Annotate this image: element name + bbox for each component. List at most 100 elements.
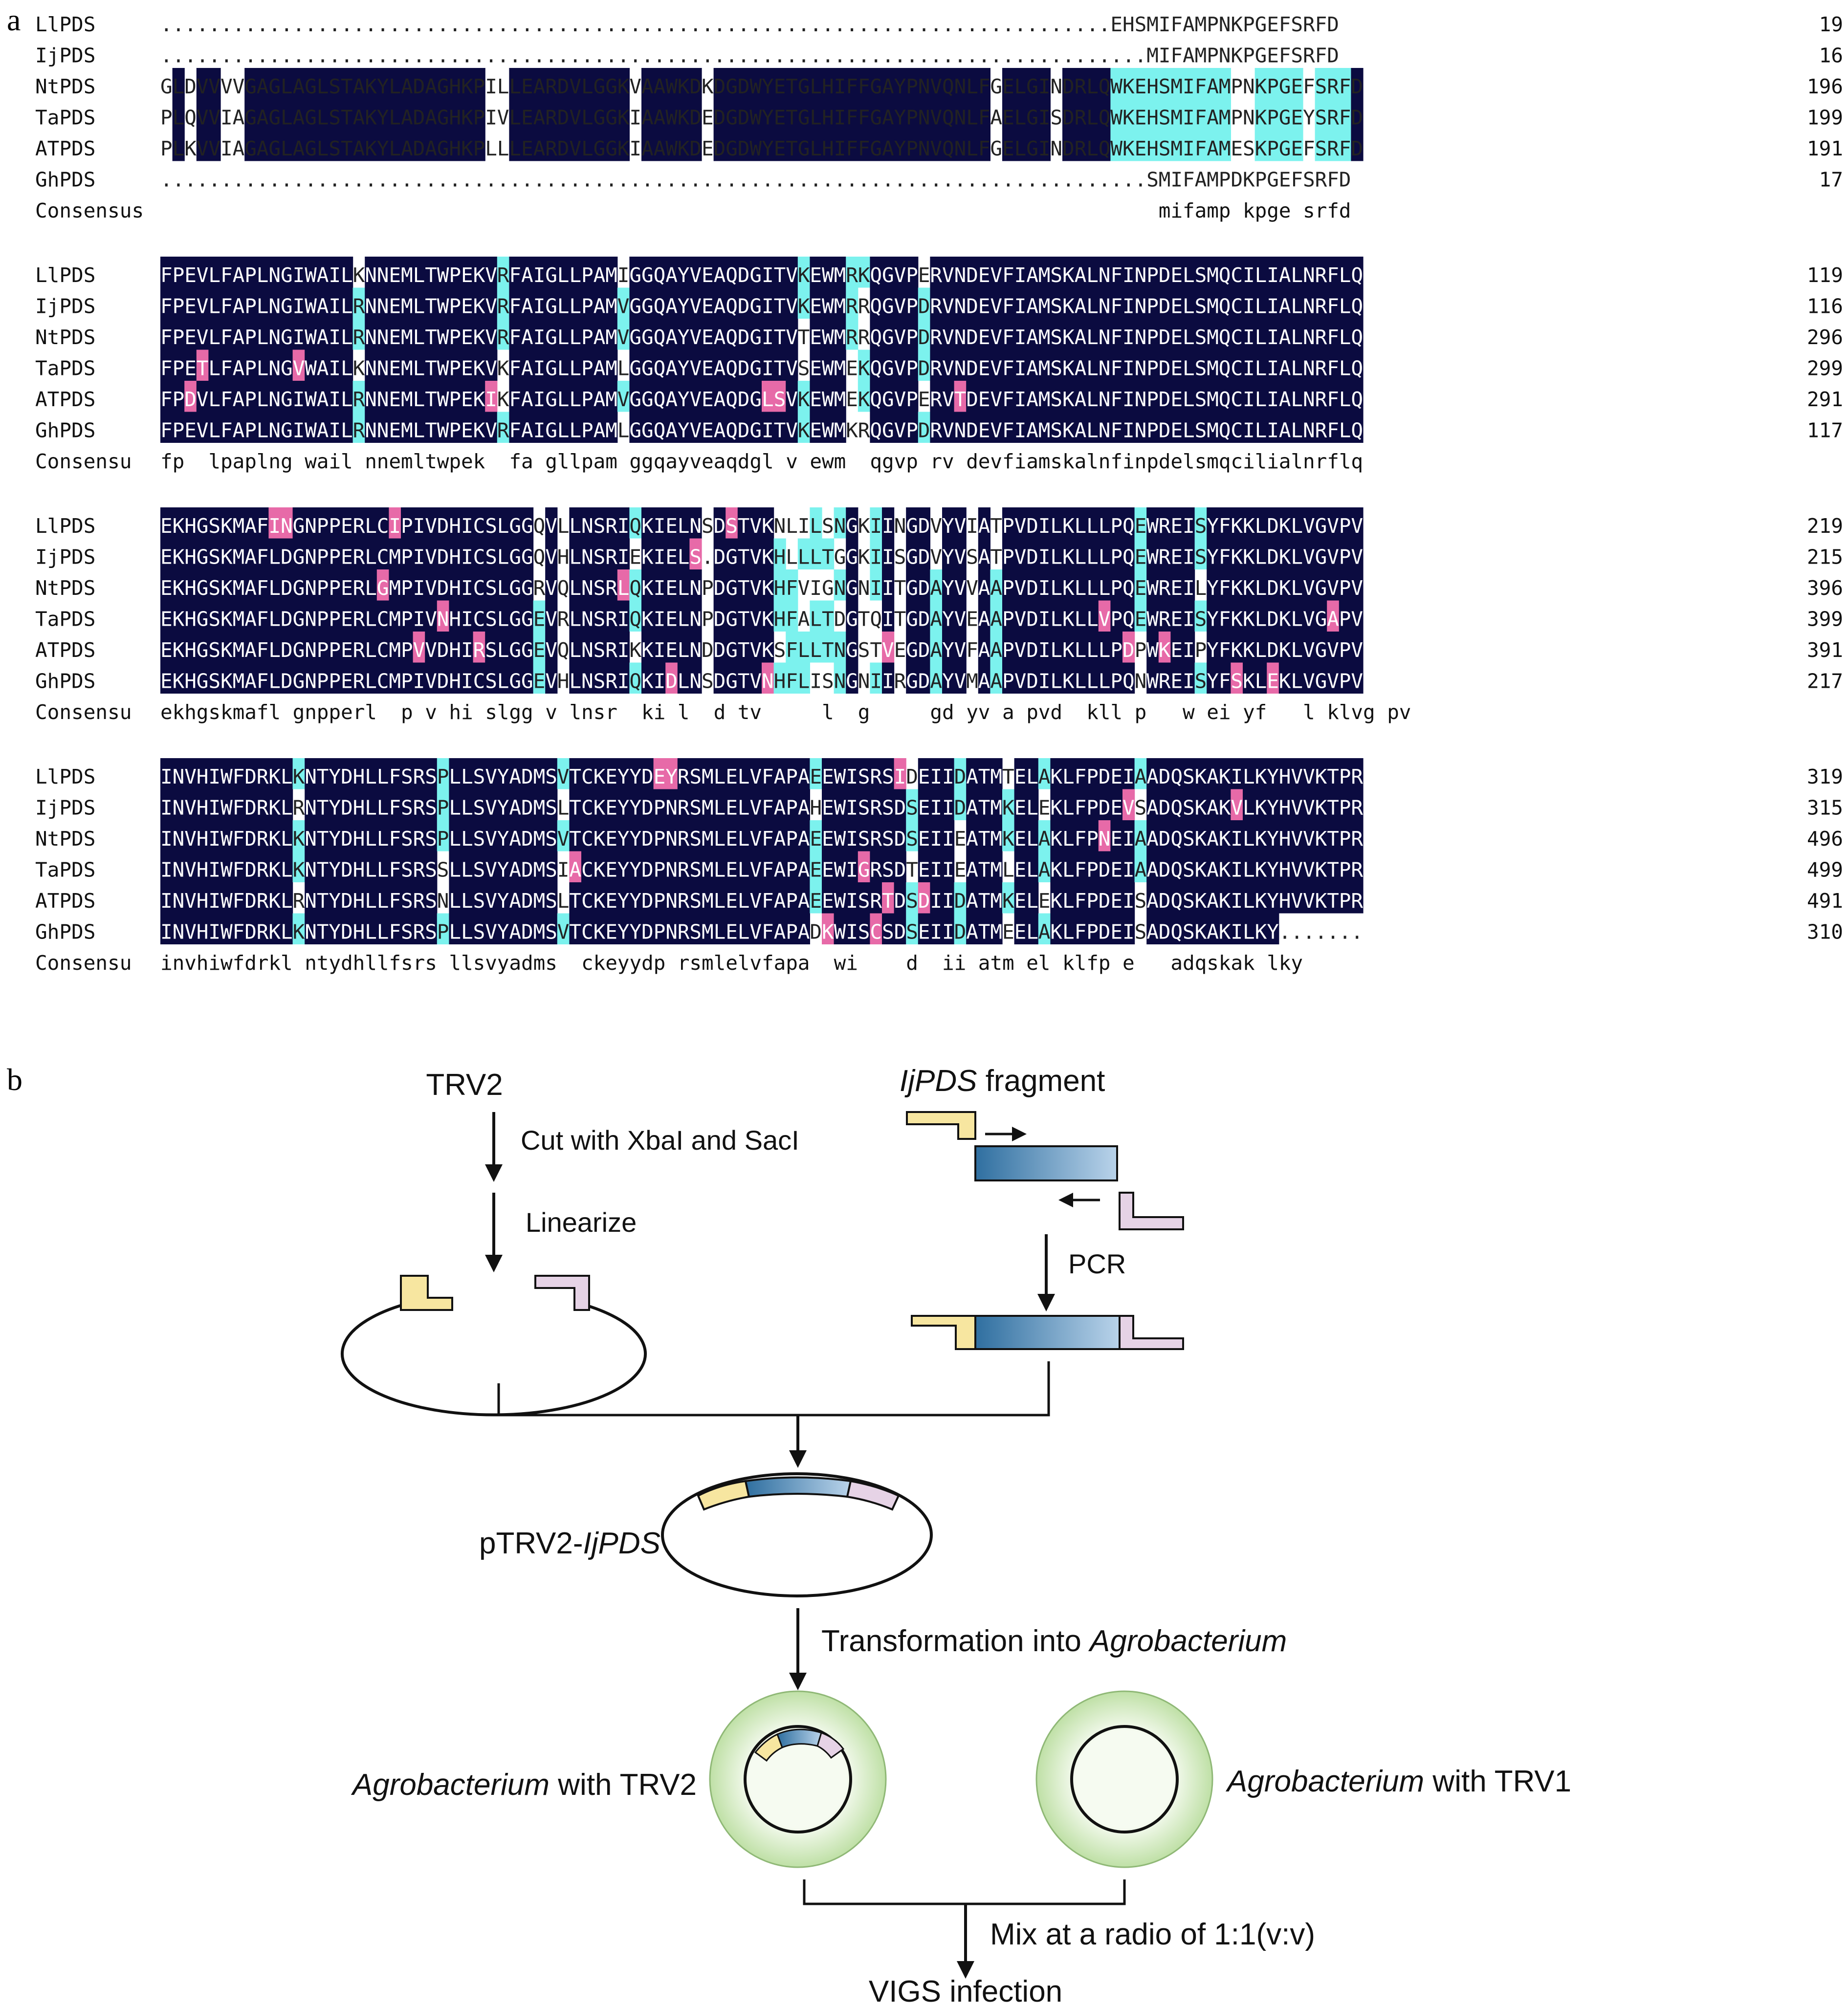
plasmid-label: pTRV2-IjPDS [479, 1527, 660, 1560]
sequence-name: NtPDS [35, 576, 95, 600]
residue-highlight [437, 130, 449, 161]
sequence-end-position: 16 [1819, 44, 1843, 67]
yellow-homology-arm [400, 1275, 453, 1311]
residue-highlight [1267, 99, 1279, 130]
residue-highlight [593, 68, 606, 99]
residue-highlight [352, 68, 365, 99]
residue-highlight [413, 68, 425, 99]
sequence-residues: EKHGSKMAFLDGNPPERLCMPVVDHIRSLGGEVQLNSRIK… [160, 638, 1363, 662]
residue-highlight [1351, 68, 1364, 99]
residue-highlight [1026, 99, 1039, 130]
residue-highlight [281, 130, 293, 161]
residue-highlight [581, 99, 594, 130]
residue-highlight [341, 130, 353, 161]
residue-highlight [1110, 99, 1123, 130]
residue-highlight [1339, 99, 1351, 130]
residue-highlight [461, 99, 474, 130]
vigs-construction-diagram: TRV2 Cut with XbaI and SacI Linearize Ij… [341, 1064, 1571, 2008]
residue-highlight [557, 68, 570, 99]
residue-highlight [473, 99, 485, 130]
sequence-end-position: 117 [1807, 419, 1843, 442]
panel-a-letter: a [7, 2, 21, 37]
sequence-name: TaPDS [35, 106, 95, 130]
residue-highlight [641, 99, 654, 130]
sequence-end-position: 299 [1807, 357, 1843, 380]
product-yellow-arm [911, 1315, 976, 1350]
sequence-name: ATPDS [35, 889, 95, 913]
residue-highlight [376, 99, 389, 130]
sequence-name: TaPDS [35, 858, 95, 882]
sequence-end-position: 296 [1807, 326, 1843, 349]
sequence-end-position: 491 [1807, 889, 1843, 913]
residue-highlight [329, 68, 341, 99]
sequence-end-position: 116 [1807, 295, 1843, 318]
residue-highlight [581, 68, 594, 99]
sequence-residues: EKHGSKMAFLDGNPPERLGMPIVDHICSLGGRVQLNSRLQ… [160, 576, 1363, 600]
agro-trv1-label: Agrobacterium with TRV1 [1225, 1765, 1571, 1798]
residue-highlight [713, 68, 726, 99]
sequence-name: NtPDS [35, 827, 95, 851]
product-purple-arm [1119, 1315, 1184, 1350]
residue-highlight [1158, 99, 1171, 130]
sequence-name: GhPDS [35, 670, 95, 693]
sequence-name: IjPDS [35, 295, 95, 318]
alignment-row: GhPDS...................................… [35, 168, 1843, 192]
residue-highlight [569, 99, 582, 130]
consensus-label: Consensus [35, 199, 144, 222]
residue-highlight [1158, 68, 1171, 99]
residue-highlight [593, 99, 606, 130]
residue-highlight [1254, 99, 1267, 130]
residue-highlight [449, 130, 462, 161]
residue-highlight [665, 99, 678, 130]
residue-highlight [858, 99, 870, 130]
sequence-alignment: LlPDS...................................… [35, 13, 1843, 975]
residue-highlight [268, 130, 281, 161]
residue-highlight [1038, 68, 1051, 99]
residue-highlight [966, 68, 979, 99]
sequence-end-position: 119 [1807, 263, 1843, 287]
sequence-residues: FPDVLFAPLNGIWAILRNNEMLTWPEKIKFAIGLLPAMVG… [160, 388, 1363, 411]
residue-highlight [1351, 99, 1364, 130]
residue-highlight [726, 68, 738, 99]
residue-highlight [1074, 99, 1087, 130]
residue-highlight [352, 130, 365, 161]
residue-highlight [1014, 99, 1027, 130]
transformation-label: Transformation into Agrobacterium [821, 1624, 1287, 1658]
residue-highlight [1315, 68, 1327, 99]
sequence-residues: FPEVLFAPLNGIWAILRNNEMLTWPEKVRFAIGLLPAMVG… [160, 326, 1363, 349]
residue-highlight [509, 130, 522, 161]
consensus-label: Consensu [35, 700, 132, 724]
residue-highlight [773, 99, 786, 130]
residue-highlight [401, 130, 414, 161]
residue-highlight [292, 68, 305, 99]
sequence-end-position: 19 [1819, 13, 1843, 36]
residue-highlight [376, 68, 389, 99]
sequence-residues: INVHIWFDRKLKNTYDHLLFSRSPLLSVYADMSVTCKEYY… [160, 920, 1363, 944]
residue-highlight [244, 130, 257, 161]
reverse-primer [1119, 1192, 1184, 1230]
residue-highlight [389, 99, 401, 130]
sequence-name: IjPDS [35, 546, 95, 569]
residue-highlight [894, 68, 906, 99]
residue-highlight [773, 68, 786, 99]
residue-highlight [449, 99, 462, 130]
residue-highlight [425, 68, 438, 99]
agrobacterium-trv2-cell [709, 1690, 887, 1868]
residue-highlight [449, 68, 462, 99]
residue-highlight [605, 68, 618, 99]
residue-highlight [437, 68, 449, 99]
sequence-end-position: 315 [1807, 796, 1843, 820]
residue-highlight [365, 99, 377, 130]
sequence-name: NtPDS [35, 75, 95, 98]
residue-highlight [389, 68, 401, 99]
residue-highlight [1183, 99, 1195, 130]
